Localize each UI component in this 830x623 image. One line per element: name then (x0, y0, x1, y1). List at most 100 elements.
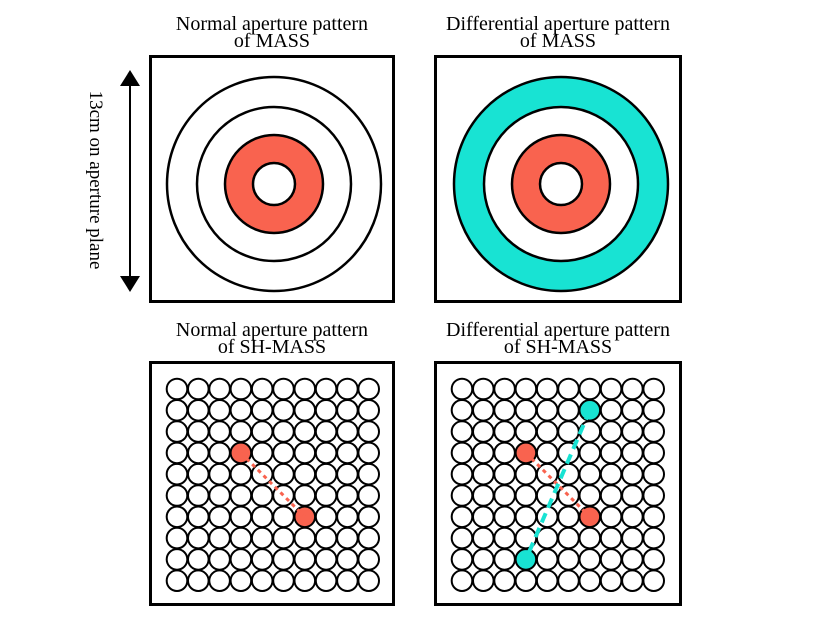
lenslet (450, 420, 474, 443)
lenslet (599, 569, 623, 592)
lenslet (187, 505, 210, 529)
lenslet (599, 441, 623, 465)
lenslet (208, 548, 231, 571)
lenslet (208, 399, 231, 422)
lenslet (599, 377, 623, 401)
lenslet (535, 420, 559, 443)
panel-title-differential-mass: Differential aperture pattern of MASS (446, 13, 670, 52)
lenslet (578, 441, 602, 465)
panel-normal-sh-mass (149, 361, 395, 606)
lenslet (336, 462, 359, 486)
lenslet (535, 569, 559, 592)
lenslet (472, 505, 495, 529)
lenslet (250, 484, 274, 507)
panel-title-normal-sh-mass: Normal aperture pattern of SH-MASS (175, 319, 369, 358)
lenslet (599, 399, 623, 422)
mass-differential-rings (452, 75, 670, 293)
panel-differential-mass (434, 55, 682, 303)
lenslet (250, 441, 274, 465)
scale-arrow (120, 70, 140, 292)
lenslet (208, 441, 231, 465)
lenslet (187, 548, 210, 571)
lenslet (578, 569, 602, 592)
lenslet (336, 420, 359, 443)
lenslet (535, 441, 559, 465)
lenslet (165, 399, 189, 422)
lenslet (621, 526, 644, 550)
lenslet (187, 462, 210, 486)
lenslet (450, 399, 474, 422)
lenslet (336, 548, 359, 571)
lenslet (493, 484, 516, 507)
lenslet (450, 526, 474, 550)
lenslet (250, 526, 274, 550)
lenslet (514, 484, 538, 507)
lenslet (493, 548, 516, 571)
inner-hole (538, 161, 584, 207)
lenslet (187, 569, 210, 592)
lenslet (272, 526, 295, 550)
lenslet (208, 484, 231, 507)
sh-differential-lenslet-grid (450, 377, 665, 592)
lenslet (165, 420, 189, 443)
lenslet (642, 484, 665, 507)
lenslet (450, 484, 474, 507)
lenslet (621, 441, 644, 465)
lenslet (621, 377, 644, 401)
lenslet (272, 441, 295, 465)
lenslet (599, 484, 623, 507)
lenslet (599, 505, 623, 529)
lenslet (357, 399, 380, 422)
lenslet (642, 569, 665, 592)
lenslet (621, 462, 644, 486)
lenslet (336, 399, 359, 422)
lenslet (557, 399, 580, 422)
lenslet (493, 399, 516, 422)
lenslet (357, 441, 380, 465)
lenslet (336, 377, 359, 401)
lenslet (642, 526, 665, 550)
lenslet (187, 441, 210, 465)
lenslet (314, 548, 338, 571)
lenslet (357, 505, 380, 529)
lenslet (250, 420, 274, 443)
lenslet (357, 420, 380, 443)
baseline-dashed-line (239, 451, 306, 518)
panel-differential-sh-mass (434, 361, 682, 606)
lenslet (293, 420, 317, 443)
lenslet (357, 484, 380, 507)
lenslet (642, 548, 665, 571)
lenslet (208, 462, 231, 486)
lenslet (450, 505, 474, 529)
lenslet (599, 548, 623, 571)
lenslet (165, 505, 189, 529)
lenslet (208, 526, 231, 550)
lenslet (642, 420, 665, 443)
lenslet (336, 484, 359, 507)
lenslet (229, 569, 253, 592)
lenslet (187, 377, 210, 401)
lenslet (229, 484, 253, 507)
lenslet (272, 548, 295, 571)
lenslet (314, 399, 338, 422)
lenslet (557, 526, 580, 550)
lenslet (472, 569, 495, 592)
lenslet (642, 505, 665, 529)
lenslet (336, 526, 359, 550)
lenslet (599, 420, 623, 443)
lenslet (621, 484, 644, 507)
lenslet (314, 569, 338, 592)
lenslet (493, 377, 516, 401)
lenslet (514, 505, 538, 529)
lenslet (621, 548, 644, 571)
lenslet (621, 420, 644, 443)
lenslet (472, 484, 495, 507)
lenslet (450, 569, 474, 592)
panel-normal-mass (149, 55, 395, 303)
lenslet (642, 399, 665, 422)
lenslet (535, 548, 559, 571)
lenslet (472, 420, 495, 443)
lenslet (578, 462, 602, 486)
lenslet (493, 420, 516, 443)
lenslet (578, 526, 602, 550)
